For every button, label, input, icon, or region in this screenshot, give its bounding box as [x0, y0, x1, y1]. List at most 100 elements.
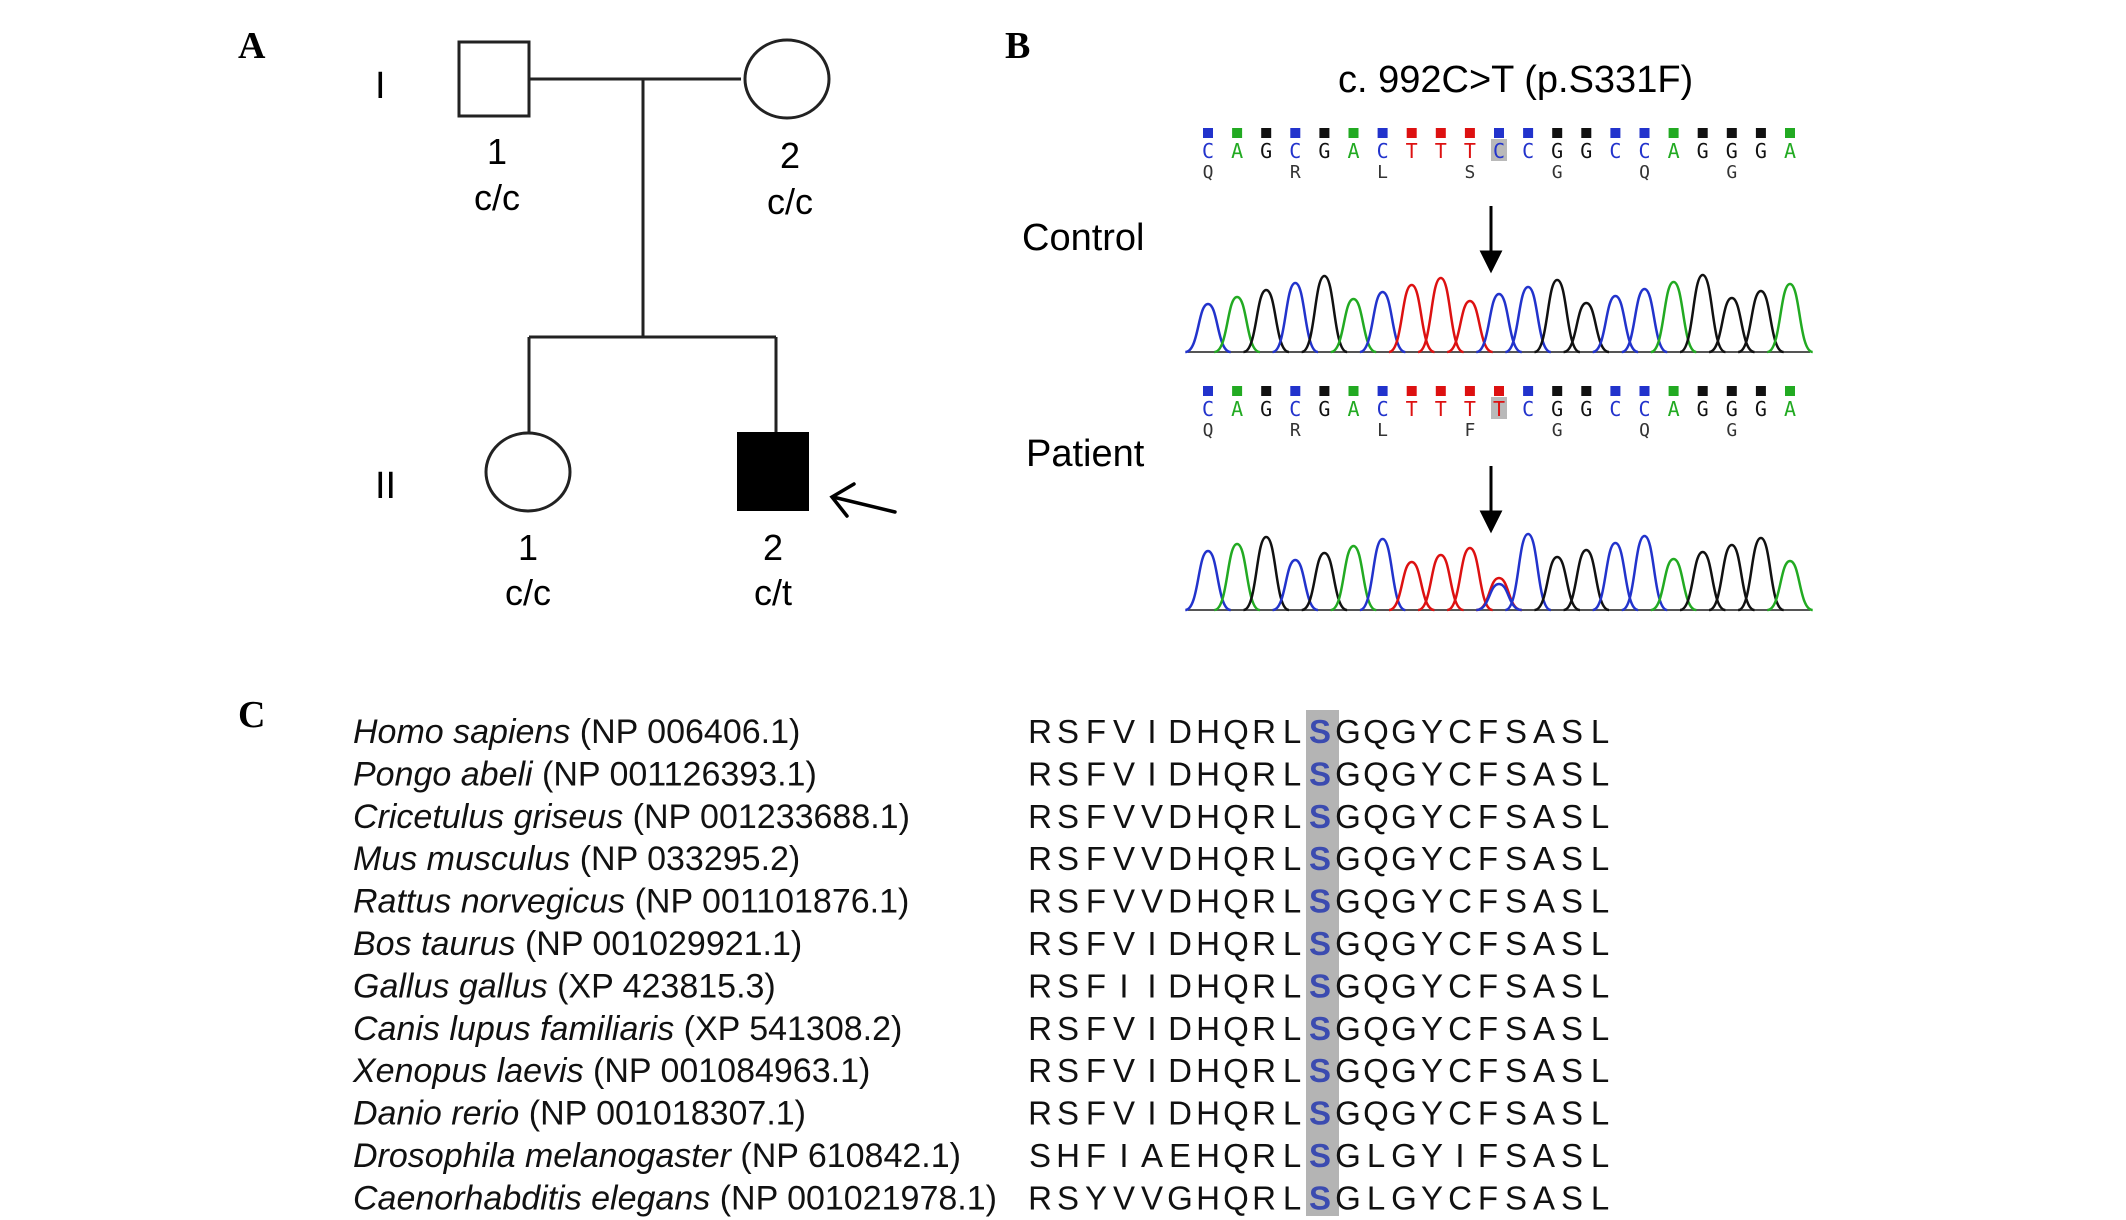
base-letter: C	[1522, 397, 1534, 421]
residue: F	[1086, 840, 1106, 877]
residue: H	[1196, 1052, 1220, 1089]
base-color-marker	[1639, 386, 1650, 396]
base-letter: G	[1697, 139, 1709, 163]
base-color-marker	[1726, 386, 1737, 396]
residue: R	[1252, 1052, 1276, 1089]
residue: A	[1533, 883, 1555, 920]
residue: V	[1113, 883, 1135, 920]
residue: S	[1057, 925, 1079, 962]
residue: G	[1335, 1095, 1361, 1132]
base-color-marker	[1435, 386, 1446, 396]
panel-c-letter: C	[238, 694, 265, 736]
residue: S	[1057, 755, 1079, 792]
residue: D	[1168, 713, 1192, 750]
amino-acid-letter: Q	[1203, 162, 1214, 183]
species-label: Cricetulus griseus (NP 001233688.1)	[353, 798, 910, 836]
chromatogram-peak	[1213, 295, 1261, 354]
residue: G	[1167, 1179, 1193, 1216]
residue: L	[1283, 1095, 1301, 1132]
base-color-marker	[1755, 386, 1766, 396]
base-color-marker	[1785, 128, 1795, 138]
residue: A	[1533, 1052, 1555, 1089]
base-color-marker	[1232, 386, 1243, 396]
residue: D	[1168, 967, 1192, 1004]
accession-number: (NP 033295.2)	[570, 840, 800, 878]
residue: R	[1028, 798, 1052, 835]
accession-number: (XP 423815.3)	[548, 967, 776, 1005]
base-letter: G	[1580, 397, 1592, 421]
residue: C	[1448, 840, 1472, 877]
residue: Y	[1421, 798, 1443, 835]
base-letter: G	[1580, 139, 1592, 163]
chromatogram-peak	[1592, 294, 1639, 354]
residue: I	[1147, 925, 1156, 962]
residue: Q	[1223, 925, 1249, 962]
base-color-marker	[1785, 386, 1795, 396]
amino-acid-letter: G	[1552, 162, 1563, 183]
residue: L	[1283, 713, 1301, 750]
panel-b-letter: B	[1005, 25, 1030, 67]
amino-acid-letter: L	[1377, 162, 1388, 183]
base-letter: A	[1784, 139, 1796, 163]
residue: S	[1057, 1010, 1079, 1047]
mutation-title: c. 992C>T (p.S331F)	[1338, 59, 1693, 101]
proband-affected-male-symbol	[737, 432, 809, 511]
residue: C	[1448, 1179, 1472, 1216]
species-label: Drosophila melanogaster (NP 610842.1)	[353, 1137, 961, 1175]
species-name: Xenopus laevis	[352, 1052, 584, 1090]
residue: F	[1086, 967, 1106, 1004]
residue: I	[1147, 755, 1156, 792]
residue: Q	[1223, 798, 1249, 835]
residue: L	[1591, 925, 1609, 962]
residue: Q	[1223, 1010, 1249, 1047]
residue: S	[1561, 1095, 1583, 1132]
chromatogram-peak	[1330, 544, 1377, 612]
residue: R	[1252, 1095, 1276, 1132]
base-letter: A	[1347, 139, 1359, 163]
residue: R	[1028, 840, 1052, 877]
residue: R	[1028, 1010, 1052, 1047]
species-name: Rattus norvegicus	[353, 883, 625, 921]
residue: S	[1505, 1052, 1527, 1089]
residue: C	[1448, 925, 1472, 962]
residue: I	[1147, 713, 1156, 750]
residue: G	[1391, 1010, 1417, 1047]
base-color-marker	[1639, 128, 1650, 138]
heterozygous-peak	[1476, 582, 1522, 612]
base-letter: T	[1464, 139, 1476, 163]
base-letter: G	[1726, 139, 1738, 163]
residue: A	[1533, 755, 1555, 792]
base-letter: A	[1231, 139, 1243, 163]
residue: H	[1196, 1010, 1220, 1047]
residue: L	[1283, 840, 1301, 877]
residue: S	[1029, 1137, 1051, 1174]
base-letter: G	[1318, 139, 1330, 163]
chromatogram-peak	[1417, 553, 1464, 612]
residue: S	[1561, 925, 1583, 962]
chromatogram-peak	[1359, 290, 1406, 354]
base-letter: T	[1464, 397, 1476, 421]
residue: R	[1252, 840, 1276, 877]
residue: L	[1367, 1179, 1385, 1216]
chromatogram-peak	[1708, 296, 1755, 354]
chromatogram-peak	[1446, 299, 1494, 354]
residue: L	[1367, 1137, 1385, 1174]
residue: Y	[1421, 840, 1443, 877]
base-color-marker	[1348, 386, 1359, 396]
base-letter: C	[1289, 397, 1301, 421]
residue: G	[1335, 925, 1361, 962]
residue: G	[1391, 1179, 1417, 1216]
residue: Q	[1223, 1137, 1249, 1174]
residue: Q	[1363, 798, 1389, 835]
residue: S	[1561, 1137, 1583, 1174]
residue: V	[1113, 1179, 1135, 1216]
base-color-marker	[1261, 386, 1272, 396]
base-letter: G	[1726, 397, 1738, 421]
residue: D	[1168, 1095, 1192, 1132]
panel-a: A I II 1 c/c 2 c/c 1 c/c 2 c/t	[238, 25, 897, 613]
residue: F	[1478, 883, 1498, 920]
residue: S	[1561, 798, 1583, 835]
residue: G	[1391, 755, 1417, 792]
